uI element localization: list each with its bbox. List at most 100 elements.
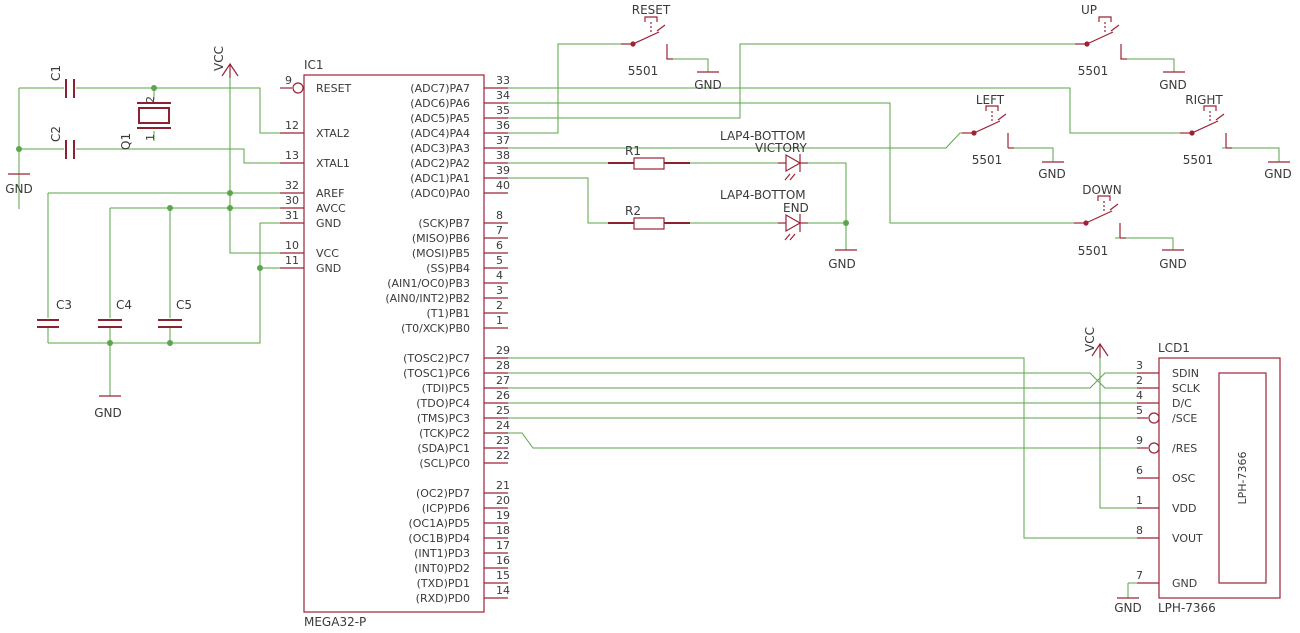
lcd1-lph7366: LPH-7366 LCD1 LPH-7366 3SDIN2SCLK4D/C5/S… [1136, 341, 1281, 615]
ic1-pin-name: (ICP)PD6 [422, 502, 470, 515]
gnd-label: GND [828, 257, 856, 271]
ic1-pin-num: 34 [496, 89, 510, 102]
ic1-pin-name: (TXD)PD1 [417, 577, 470, 590]
capacitor-c1: C1 [49, 65, 75, 98]
q1-pin1: 1 [144, 134, 157, 141]
ic1-ref: IC1 [304, 58, 324, 72]
lcd1-pin-num: 9 [1136, 434, 1143, 447]
ic1-pin-name: (ADC2)PA2 [410, 157, 470, 170]
ic1-pin-name: (ADC5)PA5 [410, 112, 470, 125]
c4-label: C4 [116, 298, 132, 312]
ic1-pin-num: 17 [496, 539, 510, 552]
lcd1-pin-name: SDIN [1172, 367, 1199, 380]
ic1-pin-num: 35 [496, 104, 510, 117]
gnd-label: GND [1114, 601, 1142, 615]
ic1-pin-name: (ADC0)PA0 [410, 187, 470, 200]
ic1-pin-num: 21 [496, 479, 510, 492]
led2-ref: END [783, 201, 809, 215]
q1-label: Q1 [119, 133, 133, 150]
lcd1-pin-num: 3 [1136, 359, 1143, 372]
ic1-pin-num: 8 [496, 209, 503, 222]
led2-value: LAP4-BOTTOM [720, 188, 806, 202]
ic1-mega32: IC1 MEGA32-P 9RESET12XTAL213XTAL132AREF3… [280, 58, 510, 629]
ic1-pin-num: 29 [496, 344, 510, 357]
ic1-pin-name: (TMS)PC3 [417, 412, 470, 425]
lcd1-pin-num: 6 [1136, 464, 1143, 477]
r2-label: R2 [625, 204, 641, 218]
ic1-pin-name: (TCK)PC2 [419, 427, 470, 440]
switch-down-value: 5501 [1078, 244, 1109, 258]
ic1-pin-name: (OC2)PD7 [416, 487, 470, 500]
vcc-symbol-ic: VCC [212, 46, 239, 78]
ic1-pin-num: 7 [496, 224, 503, 237]
switch-right-value: 5501 [1183, 153, 1214, 167]
crystal-q1: 2 1 Q1 [119, 96, 171, 150]
gnd-label: GND [94, 406, 122, 420]
ic1-pin-num: 20 [496, 494, 510, 507]
ic1-pin-name: (ADC6)PA6 [410, 97, 470, 110]
gnd-label: GND [1038, 167, 1066, 181]
ic1-pin-name: (ADC3)PA3 [410, 142, 470, 155]
vcc-label-ic: VCC [212, 46, 226, 71]
ic1-right-pins: 33 (ADC7)PA7 34 (ADC6)PA6 35 (ADC5)PA5 3 6 (ADC4… [385, 74, 510, 605]
ic1-pin-num: 23 [496, 434, 510, 447]
junctions [16, 85, 849, 346]
led1-ref: VICTORY [755, 141, 807, 155]
led1-value: LAP4-BOTTOM [720, 129, 806, 143]
ic1-pin-num: 3 [496, 284, 503, 297]
ic1-pin-name: VCC [316, 247, 339, 260]
ic1-pin-num: 11 [285, 254, 299, 267]
gnd-label: GND [1159, 78, 1187, 92]
capacitor-c3: C3 [37, 298, 72, 328]
ic1-pin-name: (SCL)PC0 [419, 457, 470, 470]
switch-reset-value: 5501 [628, 64, 659, 78]
switch-right-ref: RIGHT [1185, 93, 1223, 107]
lcd1-inner-label: LPH-7366 [1236, 452, 1249, 505]
q1-pin2: 2 [144, 96, 157, 103]
ic1-pin-num: 33 [496, 74, 510, 87]
capacitor-c5: C5 [158, 298, 192, 328]
switch-down-ref: DOWN [1082, 183, 1122, 197]
ic1-pin-num: 28 [496, 359, 510, 372]
switch-left-value: 5501 [972, 153, 1003, 167]
ic1-pin-name: (INT0)PD2 [414, 562, 470, 575]
lcd1-ref: LCD1 [1158, 341, 1190, 355]
vcc-symbol-lcd: VCC [1083, 327, 1109, 358]
ic1-pin-name: (MOSI)PB5 [412, 247, 470, 260]
lcd1-pin-num: 8 [1136, 524, 1143, 537]
r1-label: R1 [625, 144, 641, 158]
ic1-pin-name: (AIN0/INT2)PB2 [385, 292, 470, 305]
switch-right: RIGHT 5501 [1180, 93, 1232, 167]
resistor-r2: R2 [608, 204, 690, 230]
ic1-pin-name: (TDI)PC5 [422, 382, 470, 395]
ic1-pin-num: 6 [496, 239, 503, 252]
ic1-pin-num: 31 [285, 209, 299, 222]
switch-left-ref: LEFT [976, 93, 1005, 107]
ic1-pin-name: (ADC1)PA1 [410, 172, 470, 185]
ic1-pin-name: GND [316, 217, 341, 230]
ic1-body [303, 74, 485, 613]
ic1-pin-num: 16 [496, 554, 510, 567]
ic1-pin-name: (ADC7)PA7 [410, 82, 470, 95]
lcd1-pin-num: 1 [1136, 494, 1143, 507]
ic1-pin-num: 38 [496, 149, 510, 162]
gnd-label: GND [1264, 167, 1292, 181]
ic1-pin-name: (ADC4)PA4 [410, 127, 470, 140]
lcd1-pin-num: 5 [1136, 404, 1143, 417]
lcd1-pin-name: VDD [1172, 502, 1196, 515]
ic1-left-pins: 9RESET12XTAL213XTAL132AREF30AVCC31GND10V… [280, 74, 352, 275]
lcd1-value: LPH-7366 [1158, 601, 1216, 615]
ic1-pin-num: 2 [496, 299, 503, 312]
ic1-pin-name: XTAL1 [316, 157, 350, 170]
ic1-pin-name: RESET [316, 82, 352, 95]
ic1-pin-num: 4 [496, 269, 503, 282]
lcd1-pin-num: 7 [1136, 569, 1143, 582]
ic1-pin-num: 39 [496, 164, 510, 177]
ic1-pin-num: 27 [496, 374, 510, 387]
ic1-pin-name: (TDO)PC4 [416, 397, 470, 410]
ic1-pin-num: 14 [496, 584, 510, 597]
switch-left: LEFT 5501 [962, 93, 1014, 167]
